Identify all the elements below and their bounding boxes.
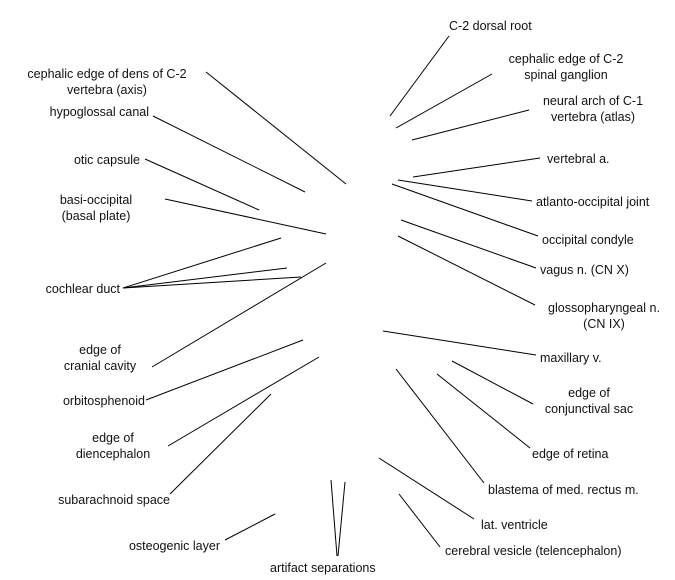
leader-conjunctival-sac: [451, 360, 534, 405]
label-osteogenic-layer: osteogenic layer: [128, 539, 220, 553]
leader-vertebral-a: [412, 157, 541, 178]
label-cephalic-edge-dens-c2: cephalic edge of dens of C-2 vertebra (a…: [27, 67, 187, 97]
leader-artifact-separations-1: [330, 479, 338, 557]
label-c2-dorsal-root: C-2 dorsal root: [449, 19, 532, 33]
leader-glossopharyngeal-n: [397, 235, 536, 306]
label-glossopharyngeal-n: glossopharyngeal n. (CN IX): [548, 301, 660, 331]
leader-cephalic-edge-dens-c2: [205, 71, 347, 185]
label-artifact-separations: artifact separations: [270, 561, 376, 575]
leader-c2-dorsal-root: [389, 35, 450, 117]
leader-cochlear-duct-1: [122, 237, 282, 289]
label-conjunctival-sac: edge of conjunctival sac: [544, 386, 634, 416]
leader-vagus-n: [400, 219, 537, 269]
leader-blastema-med-rectus: [395, 368, 485, 484]
leader-orbitosphenoid: [145, 339, 304, 401]
label-lat-ventricle: lat. ventricle: [481, 518, 548, 532]
label-edge-of-diencephalon: edge of diencephalon: [75, 431, 151, 461]
label-blastema-med-rectus: blastema of med. rectus m.: [488, 483, 639, 497]
leader-lat-ventricle: [378, 457, 475, 520]
label-edge-of-retina: edge of retina: [532, 447, 609, 461]
leader-edge-of-diencephalon: [167, 356, 320, 447]
leader-maxillary-v: [382, 330, 537, 356]
label-orbitosphenoid: orbitosphenoid: [62, 394, 145, 408]
label-maxillary-v: maxillary v.: [540, 351, 602, 365]
label-cerebral-vesicle: cerebral vesicle (telencephalon): [445, 544, 622, 558]
leader-hypoglossal-canal: [152, 115, 306, 193]
label-occipital-condyle: occipital condyle: [542, 233, 634, 247]
leader-basi-occipital: [164, 198, 327, 235]
leader-atlanto-occipital-joint: [397, 179, 533, 202]
leader-edge-of-retina: [436, 373, 531, 449]
leader-subarachnoid-space: [169, 393, 272, 495]
label-neural-arch-c1: neural arch of C-1 vertebra (atlas): [542, 94, 644, 124]
label-subarachnoid-space: subarachnoid space: [58, 493, 170, 507]
label-edge-of-cranial-cavity: edge of cranial cavity: [63, 343, 137, 373]
label-atlanto-occipital-joint: atlanto-occipital joint: [536, 195, 650, 209]
label-vertebral-a: vertebral a.: [547, 152, 610, 166]
leader-edge-of-cranial-cavity: [151, 262, 327, 368]
leader-osteogenic-layer: [224, 513, 276, 541]
label-cephalic-edge-c2-ganglion: cephalic edge of C-2 spinal ganglion: [508, 52, 624, 82]
leader-artifact-separations-2: [337, 481, 346, 557]
leader-occipital-condyle: [391, 183, 539, 237]
leader-neural-arch-c1: [411, 109, 530, 141]
label-basi-occipital: basi-occipital (basal plate): [59, 193, 133, 223]
label-cochlear-duct: cochlear duct: [45, 282, 120, 296]
leader-cochlear-duct-2: [122, 267, 288, 289]
leader-cochlear-duct-3: [122, 276, 302, 289]
leader-otic-capsule: [144, 158, 260, 211]
leader-cerebral-vesicle: [398, 493, 441, 548]
label-vagus-n: vagus n. (CN X): [540, 263, 629, 277]
leader-cephalic-edge-c2-ganglion: [395, 73, 493, 129]
label-hypoglossal-canal: hypoglossal canal: [49, 105, 149, 119]
label-otic-capsule: otic capsule: [73, 153, 140, 167]
